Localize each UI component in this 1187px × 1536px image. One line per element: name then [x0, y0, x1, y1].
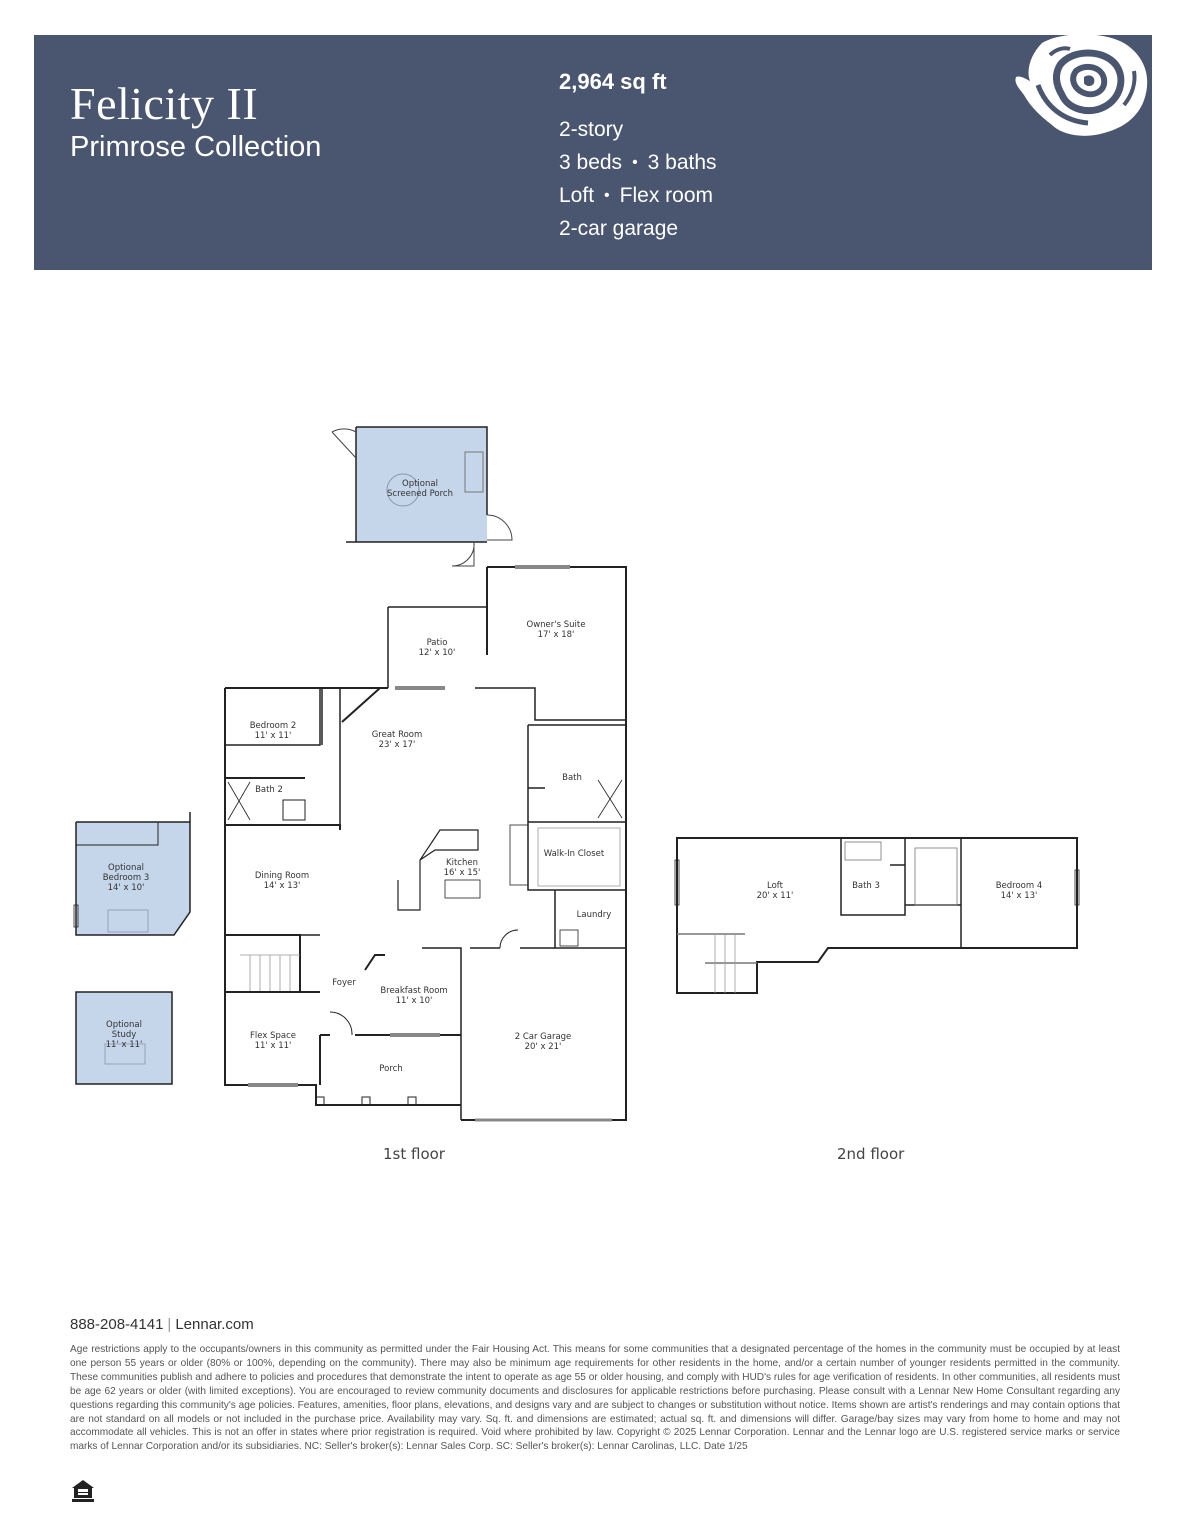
svg-text:14' x 13': 14' x 13' [264, 881, 301, 891]
features: Loft • Flex room [559, 179, 717, 212]
plan-name: Felicity II [70, 78, 259, 129]
svg-text:20' x 21': 20' x 21' [525, 1042, 562, 1052]
svg-text:Laundry: Laundry [577, 910, 612, 920]
svg-text:Foyer: Foyer [332, 978, 356, 988]
svg-text:Dining Room: Dining Room [255, 871, 309, 881]
separator-dot: • [604, 187, 610, 204]
svg-text:Great Room: Great Room [372, 730, 423, 740]
svg-text:14' x 10': 14' x 10' [108, 883, 145, 893]
phone-number[interactable]: 888-208-4141 [70, 1316, 164, 1333]
svg-text:12' x 10': 12' x 10' [419, 648, 456, 658]
svg-text:17' x 18': 17' x 18' [538, 630, 575, 640]
footer: 888-208-4141|Lennar.com Age restrictions… [70, 1316, 1120, 1454]
svg-text:20' x 11': 20' x 11' [757, 891, 794, 901]
feature-loft: Loft [559, 184, 595, 207]
equal-housing-opportunity-icon [72, 1480, 94, 1502]
svg-text:Optional: Optional [106, 1020, 142, 1030]
svg-text:14' x 13': 14' x 13' [1001, 891, 1038, 901]
first-floor-labels: Optional Screened Porch Patio 12' x 10' … [103, 479, 612, 1074]
svg-text:2 Car Garage: 2 Car Garage [515, 1032, 572, 1042]
garage-spec: 2-car garage [559, 217, 679, 240]
svg-text:Optional: Optional [108, 863, 144, 873]
separator-dot: • [632, 154, 638, 171]
svg-text:Walk-In Closet: Walk-In Closet [544, 849, 605, 859]
contact-separator: | [167, 1316, 172, 1333]
first-floor-label: 1st floor [383, 1145, 445, 1163]
svg-text:Bedroom 4: Bedroom 4 [996, 881, 1043, 891]
rose-icon [1015, 35, 1148, 136]
beds-baths: 3 beds • 3 baths [559, 146, 717, 179]
svg-text:Optional: Optional [402, 479, 438, 489]
second-floor-plan [674, 837, 1080, 994]
svg-text:Bath 3: Bath 3 [852, 881, 880, 891]
second-floor-label: 2nd floor [837, 1145, 905, 1163]
svg-text:11' x 10': 11' x 10' [396, 996, 433, 1006]
legal-disclaimer: Age restrictions apply to the occupants/… [70, 1344, 1120, 1453]
svg-text:Study: Study [112, 1030, 137, 1040]
plan-specs: 2,964 sq ft 2-story 3 beds • 3 baths Loft •… [559, 69, 717, 245]
svg-text:11' x 11': 11' x 11' [106, 1040, 143, 1050]
svg-text:Flex Space: Flex Space [250, 1031, 296, 1041]
svg-text:Kitchen: Kitchen [446, 858, 478, 868]
first-floor-plan [73, 426, 627, 1122]
svg-text:11' x 11': 11' x 11' [255, 731, 292, 741]
contact-info: 888-208-4141|Lennar.com [70, 1316, 1120, 1333]
square-footage: 2,964 sq ft [559, 69, 667, 94]
svg-text:23' x 17': 23' x 17' [379, 740, 416, 750]
svg-text:Bath 2: Bath 2 [255, 785, 283, 795]
beds: 3 beds [559, 151, 623, 174]
svg-text:Owner's Suite: Owner's Suite [527, 620, 586, 630]
svg-text:Screened Porch: Screened Porch [387, 489, 453, 499]
baths: 3 baths [647, 151, 717, 174]
svg-text:11' x 11': 11' x 11' [255, 1041, 292, 1051]
optional-study [76, 992, 172, 1084]
svg-text:Bedroom 2: Bedroom 2 [250, 721, 297, 731]
svg-text:Breakfast Room: Breakfast Room [380, 986, 447, 996]
svg-text:Bedroom 3: Bedroom 3 [103, 873, 150, 883]
website-link[interactable]: Lennar.com [175, 1316, 254, 1333]
svg-text:Porch: Porch [379, 1064, 402, 1074]
svg-text:Patio: Patio [427, 638, 448, 648]
second-floor-labels: Loft 20' x 11' Bath 3 Bedroom 4 14' x 13… [757, 881, 1043, 901]
svg-text:16' x 15': 16' x 15' [444, 868, 481, 878]
collection-name: Primrose Collection [70, 131, 322, 163]
svg-text:Bath: Bath [562, 773, 582, 783]
feature-flex: Flex room [619, 184, 713, 207]
svg-text:Loft: Loft [767, 881, 784, 891]
header-banner: Felicity II Primrose Collection 2,964 sq… [34, 35, 1152, 270]
optional-bedroom-3 [76, 822, 190, 935]
stories: 2-story [559, 118, 624, 141]
